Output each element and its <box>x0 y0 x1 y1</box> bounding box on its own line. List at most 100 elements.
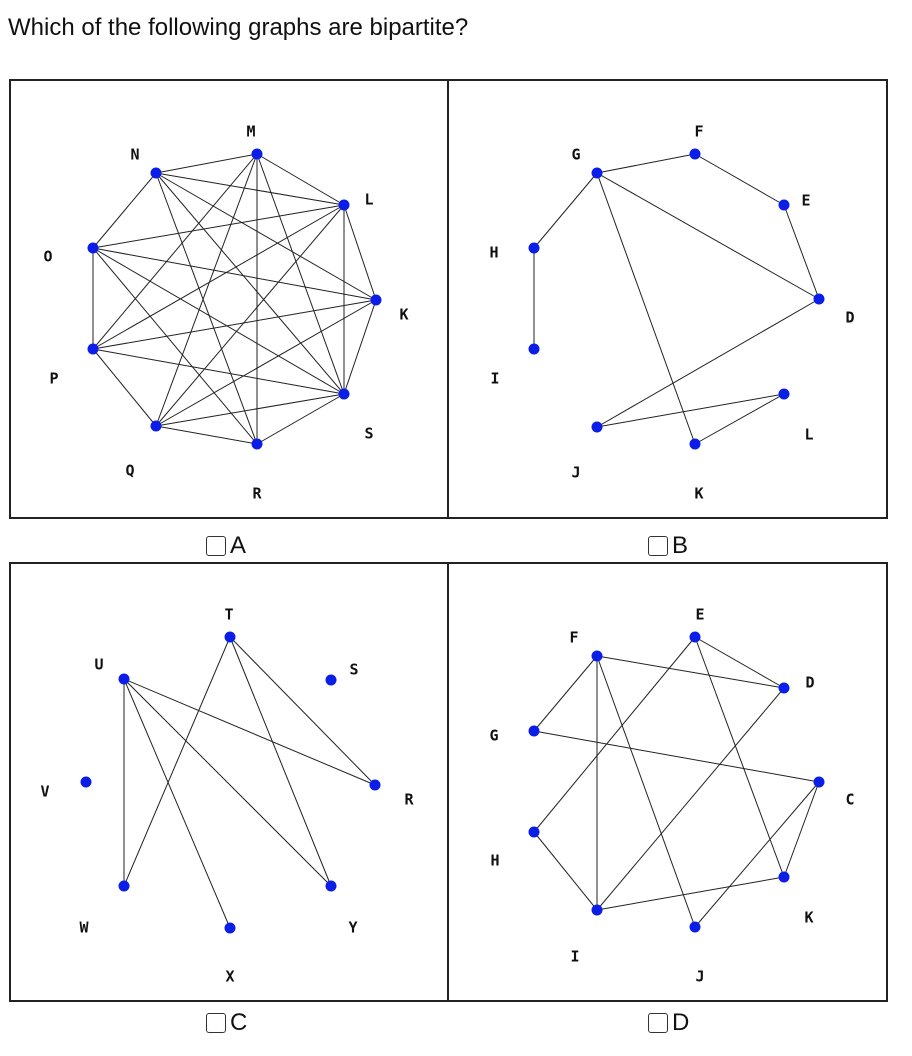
graph-d-vertex-j <box>689 921 701 933</box>
graph-c-edge-t-y <box>229 636 332 887</box>
graph-b-edge-k-l <box>694 393 785 445</box>
graph-a-edge-n-s <box>155 172 345 395</box>
graph-d-edge-e-k <box>694 636 785 878</box>
graph-c-vertex-x <box>224 922 236 934</box>
checkbox-d[interactable] <box>648 1013 668 1033</box>
graph-b-edge-g-h <box>533 172 598 249</box>
graph-d-label-j: J <box>695 968 704 986</box>
graph-a-edge-o-n <box>92 172 157 249</box>
graph-d-label-i: I <box>570 948 579 966</box>
graph-a-label-l: L <box>364 191 373 209</box>
graph-a-edge-o-s <box>92 247 345 395</box>
graph-a-edge-m-l <box>256 153 345 206</box>
graph-b-edge-g-f <box>596 153 696 174</box>
graph-b-vertex-l <box>778 388 790 400</box>
graph-a-edge-l-p <box>92 204 345 350</box>
graph-b-label-k: K <box>694 485 703 503</box>
graph-b-edge-l-j <box>596 393 785 428</box>
graph-d-edge-e-h <box>533 636 696 833</box>
graph-a-vertex-r <box>251 438 263 450</box>
option-d-label: D <box>672 1009 690 1036</box>
graph-a-edge-k-p <box>92 299 377 350</box>
graph-d-vertex-h <box>528 826 540 838</box>
graph-d-edge-h-i <box>533 831 598 911</box>
graph-c-label-v: V <box>40 783 49 801</box>
graph-c-vertex-s <box>325 674 337 686</box>
option-b[interactable]: B <box>648 532 688 560</box>
graph-a-vertex-l <box>338 199 350 211</box>
graph-a-edge-k-s <box>343 299 377 395</box>
graph-b-vertex-k <box>689 438 701 450</box>
graph-d-vertex-e <box>689 631 701 643</box>
graph-a-vertex-q <box>150 420 162 432</box>
graph-a-edge-n-m <box>155 153 258 174</box>
checkbox-a[interactable] <box>206 536 226 556</box>
graph-b-vertex-j <box>591 421 603 433</box>
graph-b-label-e: E <box>801 192 810 210</box>
graph-a-edge-k-q <box>155 299 377 427</box>
graph-c-label-s: S <box>349 661 358 679</box>
graph-a-vertex-p <box>87 343 99 355</box>
graph-a-vertex-n <box>150 167 162 179</box>
option-c-label: C <box>230 1009 248 1036</box>
graph-d-label-d: D <box>805 674 814 692</box>
graph-a-label-r: R <box>252 485 262 503</box>
graph-a-label-m: M <box>246 123 255 141</box>
graph-d-label-h: H <box>490 852 499 870</box>
option-a[interactable]: A <box>206 532 246 560</box>
graph-c-vertex-r <box>369 779 381 791</box>
graph-d-label-k: K <box>804 909 813 927</box>
graph-b-vertex-f <box>689 148 701 160</box>
graph-c-label-u: U <box>94 656 103 674</box>
question-text: Which of the following graphs are bipart… <box>8 14 469 41</box>
option-c[interactable]: C <box>206 1009 247 1037</box>
graph-b-vertex-g <box>591 167 603 179</box>
graph-c-vertex-t <box>224 631 236 643</box>
graph-d-edge-e-d <box>694 636 785 689</box>
graph-c-label-x: X <box>225 968 234 986</box>
graph-b-vertex-h <box>528 242 540 254</box>
graph-a-label-q: Q <box>125 462 134 480</box>
graph-a-edge-q-p <box>92 348 157 427</box>
graph-d-edge-i-d <box>596 687 785 911</box>
graph-a-edge-s-r <box>256 393 345 445</box>
graph-d-label-c: C <box>845 791 854 809</box>
graph-a-vertex-m <box>251 148 263 160</box>
graph-b-label-d: D <box>845 309 854 327</box>
graph-d-vertex-k <box>778 871 790 883</box>
graph-c-vertex-w <box>118 880 130 892</box>
graph-b-label-h: H <box>489 244 498 262</box>
graph-b-edge-g-d <box>596 172 820 300</box>
graph-a-edge-m-p <box>92 153 258 350</box>
checkbox-b[interactable] <box>648 536 668 556</box>
option-d[interactable]: D <box>648 1009 689 1037</box>
graph-b-vertex-e <box>778 199 790 211</box>
graph-c-vertex-y <box>325 880 337 892</box>
graph-a-edge-o-k <box>92 247 377 301</box>
graph-c-label-y: Y <box>348 919 357 937</box>
graph-d-edge-i-k <box>596 876 785 911</box>
graph-a-edge-l-k <box>343 204 377 301</box>
graph-a-label-p: P <box>49 370 58 388</box>
checkbox-c[interactable] <box>206 1013 226 1033</box>
graph-d-edge-f-j <box>596 655 696 928</box>
graph-a-vertex-o <box>87 242 99 254</box>
graph-d-vertex-d <box>778 682 790 694</box>
graph-c-edge-u-r <box>123 678 376 786</box>
graph-b-edge-g-k <box>596 172 696 445</box>
graph-c-edge-u-x <box>123 678 231 929</box>
graph-d-vertex-c <box>813 776 825 788</box>
graph-b-label-i: I <box>490 370 499 388</box>
graph-a-edge-l-q <box>155 204 345 427</box>
graph-a-label-s: S <box>364 425 373 443</box>
graph-b-vertex-d <box>813 293 825 305</box>
graph-a-edge-m-q <box>155 153 258 427</box>
graph-b-label-l: L <box>804 426 813 444</box>
graph-d-label-e: E <box>695 606 704 624</box>
graph-c-label-r: R <box>404 791 414 809</box>
